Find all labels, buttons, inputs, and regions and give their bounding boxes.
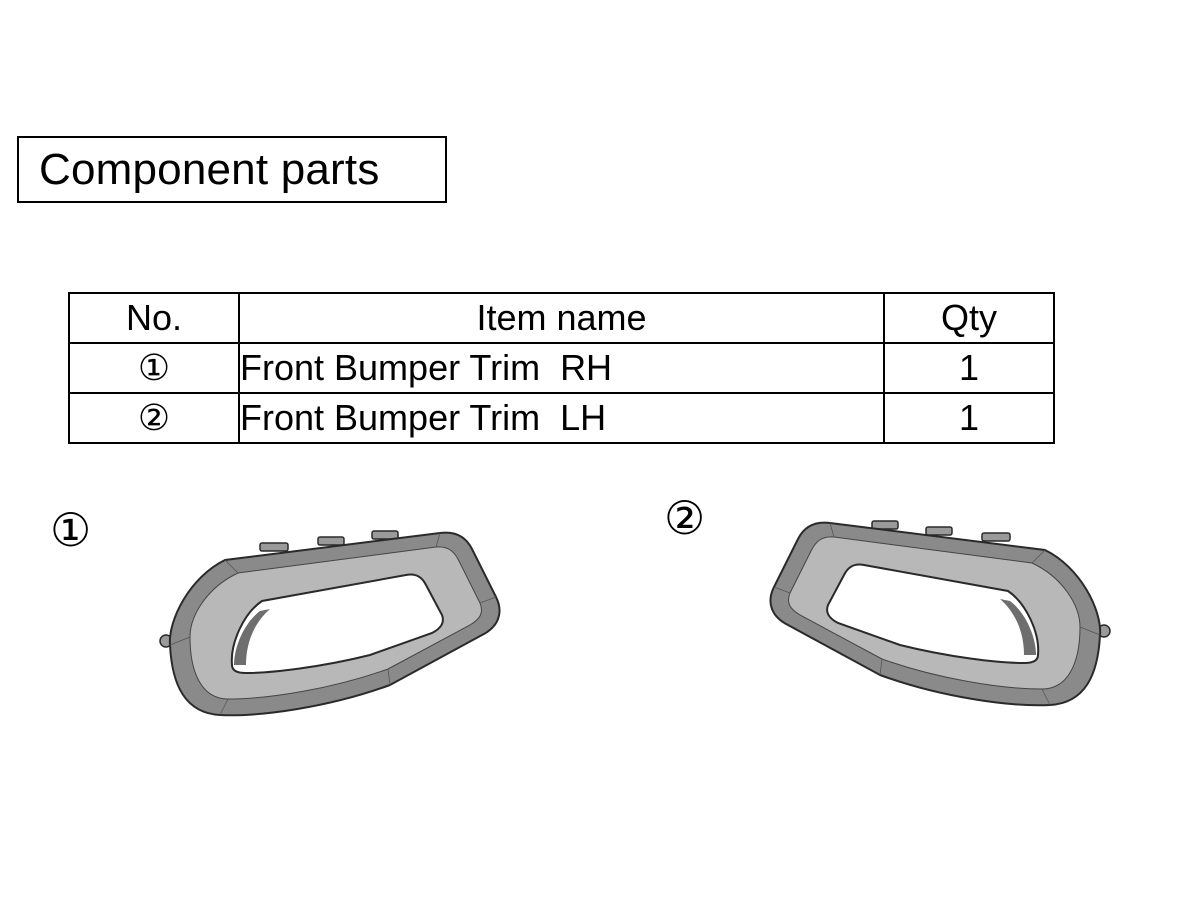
callout-2: ② — [664, 492, 706, 544]
page-title-text: Component parts — [39, 144, 380, 194]
row-number: ① — [68, 342, 240, 394]
table-row: ① Front Bumper Trim RH 1 — [68, 342, 1055, 394]
table-row: ② Front Bumper Trim LH 1 — [68, 392, 1055, 444]
front-bumper-trim-lh-drawing — [769, 520, 1111, 707]
callout-1: ① — [50, 504, 92, 556]
trim-frame-opening — [230, 573, 444, 675]
component-parts-table: No. Item name Qty ① Front Bumper Trim RH… — [68, 292, 1055, 444]
row-item-name: Front Bumper Trim LH — [238, 392, 885, 444]
row-number: ② — [68, 392, 240, 444]
table-header-row: No. Item name Qty — [68, 292, 1055, 344]
row-item-name: Front Bumper Trim RH — [238, 342, 885, 394]
front-bumper-trim-rh-drawing — [159, 530, 501, 717]
header-item-name: Item name — [238, 292, 885, 344]
header-no: No. — [68, 292, 240, 344]
trim-frame-opening — [826, 563, 1040, 665]
row-qty: 1 — [883, 392, 1055, 444]
row-qty: 1 — [883, 342, 1055, 394]
header-qty: Qty — [883, 292, 1055, 344]
page-title: Component parts — [17, 136, 447, 203]
